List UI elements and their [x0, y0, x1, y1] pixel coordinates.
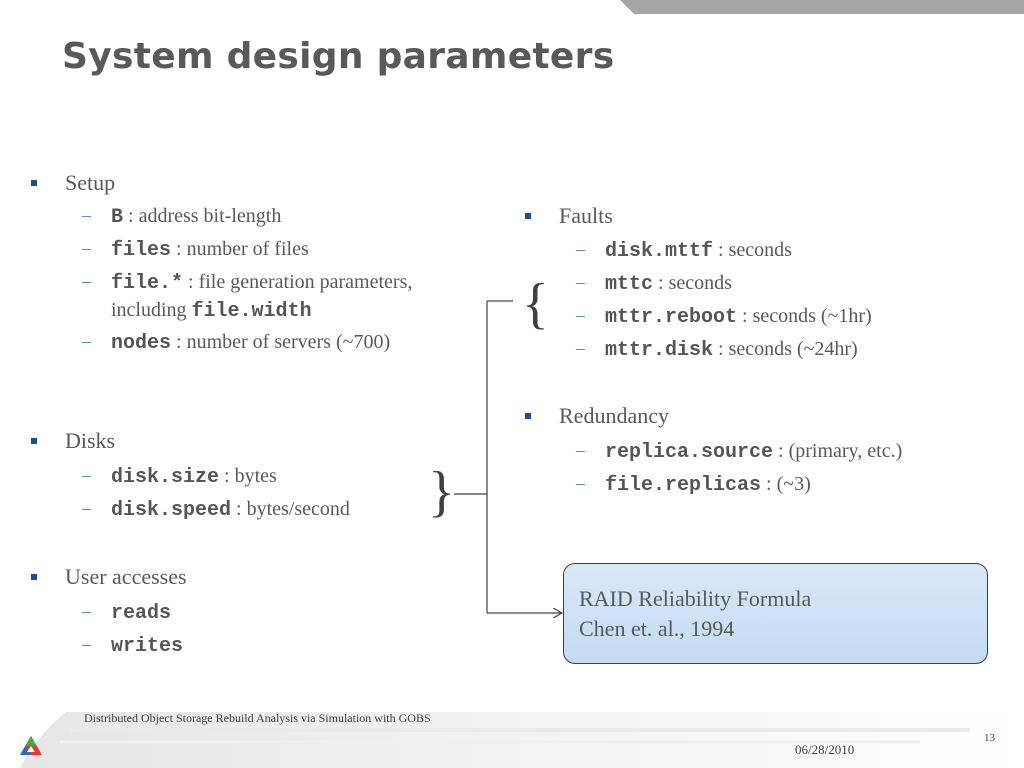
param-desc: : file generation parameters, [183, 271, 413, 293]
setup-bullet [31, 180, 37, 186]
footer-text: Distributed Object Storage Rebuild Analy… [84, 711, 431, 725]
param-desc: : bytes/second [231, 498, 350, 520]
raid-reliability-box: RAID Reliability Formula Chen et. al., 1… [563, 563, 988, 664]
param-code: file.* [111, 272, 184, 295]
param-code: writes [111, 635, 184, 658]
dash-marker: – [576, 305, 585, 325]
slide-date: 06/28/2010 [795, 742, 855, 757]
param-code: mttr.disk [605, 339, 714, 362]
disks-bullet [31, 438, 37, 444]
param-code: replica.source [605, 441, 774, 464]
faults-brace: { [522, 273, 549, 335]
raid-box-line1: RAID Reliability Formula [579, 586, 812, 611]
param-code: file.replicas [605, 474, 762, 497]
param-code: mttc [605, 273, 654, 296]
redundancy-item-file-replicas: file.replicas : (~3) [605, 472, 811, 498]
page-number: 13 [984, 732, 995, 744]
param-code: nodes [111, 332, 172, 355]
user-accesses-item-writes: writes [111, 633, 183, 659]
redundancy-item-replica-source: replica.source : (primary, etc.) [605, 439, 902, 465]
faults-item-mttr-reboot: mttr.reboot : seconds (~1hr) [605, 304, 872, 330]
dash-marker: – [82, 634, 91, 654]
param-desc: : (~3) [761, 473, 811, 495]
dash-marker: – [576, 272, 585, 292]
param-code: reads [111, 602, 172, 625]
param-code: disk.mttf [605, 240, 714, 263]
setup-item-file-params-line2: including file.width [111, 298, 312, 324]
disks-brace: } [428, 461, 455, 523]
param-desc: : seconds (~1hr) [737, 305, 872, 327]
dash-marker: – [82, 238, 91, 258]
dash-marker: – [576, 473, 585, 493]
param-desc: : seconds [713, 239, 792, 261]
dash-marker: – [82, 271, 91, 291]
redundancy-bullet [525, 413, 531, 419]
user-accesses-item-reads: reads [111, 600, 171, 626]
param-code: disk.speed [111, 499, 232, 522]
user-accesses-heading: User accesses [65, 564, 187, 589]
param-desc: : number of files [171, 238, 309, 260]
setup-item-b: B : address bit-length [111, 204, 281, 230]
param-desc: including [111, 299, 192, 321]
disks-item-size: disk.size : bytes [111, 464, 277, 490]
param-desc: : seconds [653, 272, 732, 294]
param-desc: : seconds (~24hr) [713, 338, 858, 360]
dash-marker: – [82, 498, 91, 518]
param-desc: : number of servers (~700) [171, 331, 391, 353]
setup-item-files: files : number of files [111, 237, 309, 263]
param-desc: : bytes [219, 465, 277, 487]
faults-heading: Faults [559, 203, 613, 228]
dash-marker: – [82, 205, 91, 225]
setup-item-nodes: nodes : number of servers (~700) [111, 330, 390, 356]
dash-marker: – [82, 465, 91, 485]
param-desc: : (primary, etc.) [773, 440, 903, 462]
disks-item-speed: disk.speed : bytes/second [111, 497, 350, 523]
param-code: disk.size [111, 466, 220, 489]
setup-item-file-params: file.* : file generation parameters, [111, 270, 412, 296]
dash-marker: – [576, 338, 585, 358]
disks-heading: Disks [65, 428, 116, 453]
dash-marker: – [82, 601, 91, 621]
param-code: mttr.reboot [605, 306, 738, 329]
redundancy-heading: Redundancy [559, 403, 669, 428]
dash-marker: – [576, 440, 585, 460]
setup-heading: Setup [65, 170, 116, 195]
param-code: file.width [191, 300, 312, 323]
header-decoration-band [620, 0, 1024, 14]
faults-bullet [525, 213, 531, 219]
faults-item-mttr-disk: mttr.disk : seconds (~24hr) [605, 337, 858, 363]
slide-title: System design parameters [62, 36, 615, 77]
param-code: files [111, 239, 172, 262]
param-desc: : address bit-length [123, 205, 282, 227]
user-accesses-bullet [31, 574, 37, 580]
argonne-logo-icon [20, 736, 42, 755]
dash-marker: – [576, 239, 585, 259]
faults-item-mttc: mttc : seconds [605, 271, 732, 297]
param-code: B [111, 206, 124, 229]
faults-item-disk-mttf: disk.mttf : seconds [605, 238, 792, 264]
footer-decoration [20, 712, 1024, 768]
dash-marker: – [82, 331, 91, 351]
raid-box-line2: Chen et. al., 1994 [579, 616, 735, 641]
